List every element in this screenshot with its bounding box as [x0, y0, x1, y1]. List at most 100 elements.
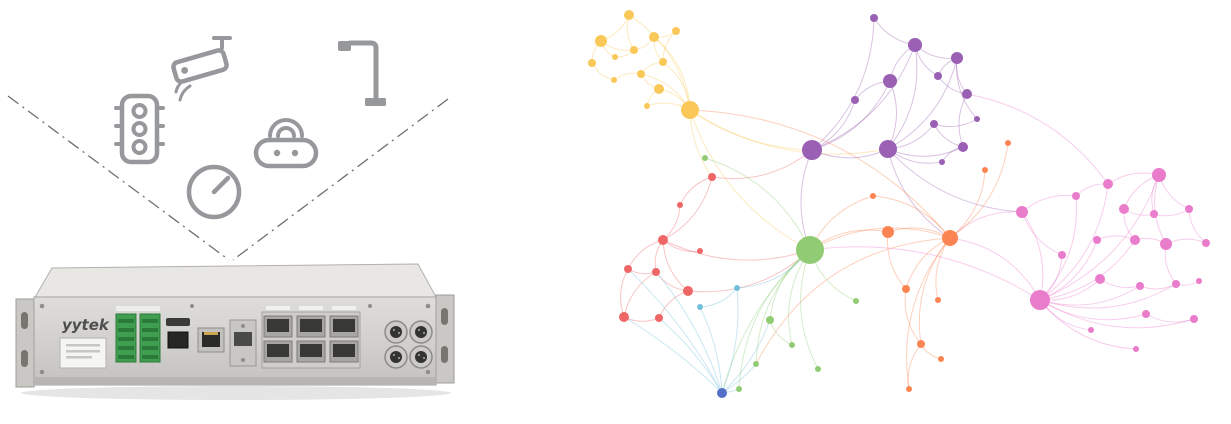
- graph-edge: [949, 142, 1009, 239]
- graph-node: [588, 59, 596, 67]
- graph-edge: [662, 239, 689, 292]
- graph-edge: [1123, 174, 1160, 210]
- graph-node: [1172, 280, 1180, 288]
- graph-edge: [655, 271, 723, 394]
- graph-edge: [711, 149, 813, 180]
- graph-node: [1142, 310, 1150, 318]
- graph-edge: [1039, 299, 1137, 350]
- graph-edge: [1188, 208, 1207, 244]
- graph-edge: [738, 249, 811, 390]
- graph-edge: [949, 237, 1041, 301]
- traffic-light-icon: [114, 93, 165, 165]
- graph-edge: [1165, 238, 1207, 245]
- graph-node: [702, 155, 708, 161]
- graph-node: [958, 142, 968, 152]
- graph-edge: [626, 14, 635, 51]
- graph-node: [649, 32, 659, 42]
- graph-edge: [1039, 299, 1147, 321]
- graph-edge: [905, 237, 951, 290]
- graph-edge: [800, 249, 819, 370]
- graph-edge: [809, 246, 1041, 301]
- graph-node: [1152, 168, 1166, 182]
- graph-edge: [1154, 174, 1167, 245]
- terminal-blocks: [115, 306, 161, 363]
- graph-node: [672, 27, 680, 35]
- graph-node: [683, 286, 693, 296]
- graph-node: [962, 89, 972, 99]
- graph-node: [619, 312, 629, 322]
- graph-edge: [623, 271, 657, 318]
- graph-node: [766, 316, 774, 324]
- graph-node: [1072, 192, 1080, 200]
- graph-node: [1030, 290, 1050, 310]
- graph-node: [595, 35, 607, 47]
- graph-edge: [1039, 174, 1160, 301]
- graph-node: [681, 101, 699, 119]
- graph-node: [624, 10, 634, 20]
- ethernet-port: [197, 327, 225, 353]
- graph-edge: [873, 17, 916, 46]
- graph-node: [935, 297, 941, 303]
- graph-edge: [704, 157, 811, 251]
- graph-node: [942, 230, 958, 246]
- graph-node: [870, 193, 876, 199]
- graph-node: [655, 314, 663, 322]
- graph-node: [630, 46, 638, 54]
- graph-node: [908, 38, 922, 52]
- graph-edge: [1021, 211, 1044, 301]
- graph-edge: [1021, 194, 1077, 213]
- graph-edge: [1153, 208, 1190, 217]
- graph-edge: [809, 227, 951, 251]
- graph-edge: [699, 287, 738, 308]
- graph-edge: [811, 80, 891, 151]
- graph-node: [734, 285, 740, 291]
- gauge-icon: [186, 164, 242, 220]
- device-brand-area: yytek: [59, 316, 110, 369]
- graph-node: [982, 167, 988, 173]
- graph-edge: [662, 176, 713, 241]
- graph-edge: [1039, 239, 1136, 301]
- graph-node: [1196, 278, 1202, 284]
- io-module: [229, 319, 257, 367]
- graph-edge: [887, 148, 951, 239]
- graph-node: [1202, 239, 1210, 247]
- graph-edge: [872, 195, 951, 239]
- graph-node: [697, 304, 703, 310]
- graph-node: [654, 84, 664, 94]
- graph-edge: [689, 109, 889, 155]
- graph-edge: [687, 249, 811, 293]
- graph-node: [624, 265, 632, 273]
- device-brand-label: yytek: [62, 316, 110, 334]
- cctv-camera-icon: [171, 36, 232, 102]
- graph-edge: [949, 211, 1023, 239]
- graph-edge: [887, 148, 1023, 213]
- graph-node: [1058, 251, 1066, 259]
- graph-node: [1119, 204, 1129, 214]
- graph-edge: [662, 239, 811, 261]
- graph-node: [659, 58, 667, 66]
- graph-node: [677, 202, 683, 208]
- graph-node: [644, 103, 650, 109]
- graph-node: [951, 52, 963, 64]
- graph-node: [1150, 210, 1158, 218]
- graph-edge: [1021, 211, 1063, 256]
- graph-edge: [1164, 243, 1177, 285]
- graph-edge: [1145, 313, 1195, 323]
- graph-node: [1133, 346, 1139, 352]
- graph-edge: [627, 239, 664, 270]
- graph-edge: [755, 237, 951, 365]
- graph-edge: [1075, 183, 1109, 197]
- graph-edge: [613, 72, 642, 81]
- graph-node: [1103, 179, 1113, 189]
- edge-device-illustration: yytek: [7, 36, 455, 400]
- network-graph: [588, 10, 1210, 398]
- graph-node: [917, 340, 925, 348]
- graph-edge: [933, 118, 978, 128]
- graph-edge: [907, 343, 922, 390]
- graph-edge: [887, 44, 918, 150]
- graph-node: [611, 77, 617, 83]
- graph-node: [1136, 282, 1144, 290]
- graph-node: [939, 159, 945, 165]
- graph-node: [1088, 327, 1094, 333]
